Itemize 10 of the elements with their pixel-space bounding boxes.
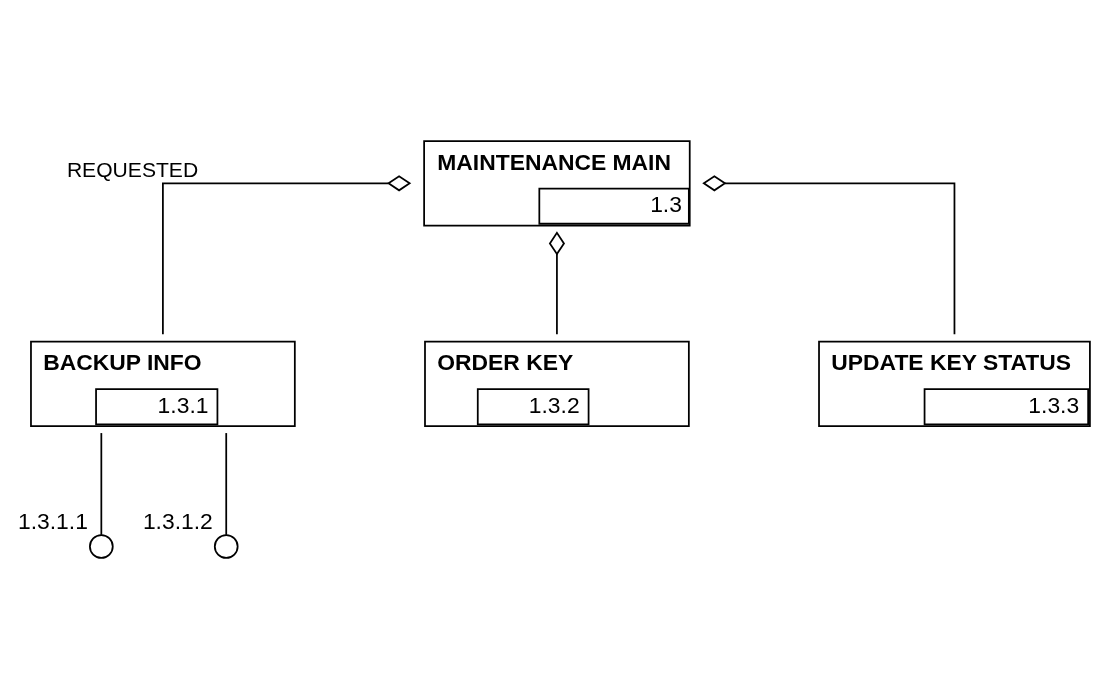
- connector: [100, 431, 103, 536]
- node-label: 1.3.1.1: [18, 507, 88, 534]
- node-circle: [213, 533, 239, 559]
- connector: [225, 431, 228, 536]
- connector: [702, 174, 956, 335]
- edge-label: REQUESTED: [66, 157, 199, 181]
- node-circle: [89, 533, 114, 559]
- connector: [548, 230, 565, 335]
- connector: [162, 174, 412, 335]
- node-label: 1.3.1.2: [142, 507, 213, 534]
